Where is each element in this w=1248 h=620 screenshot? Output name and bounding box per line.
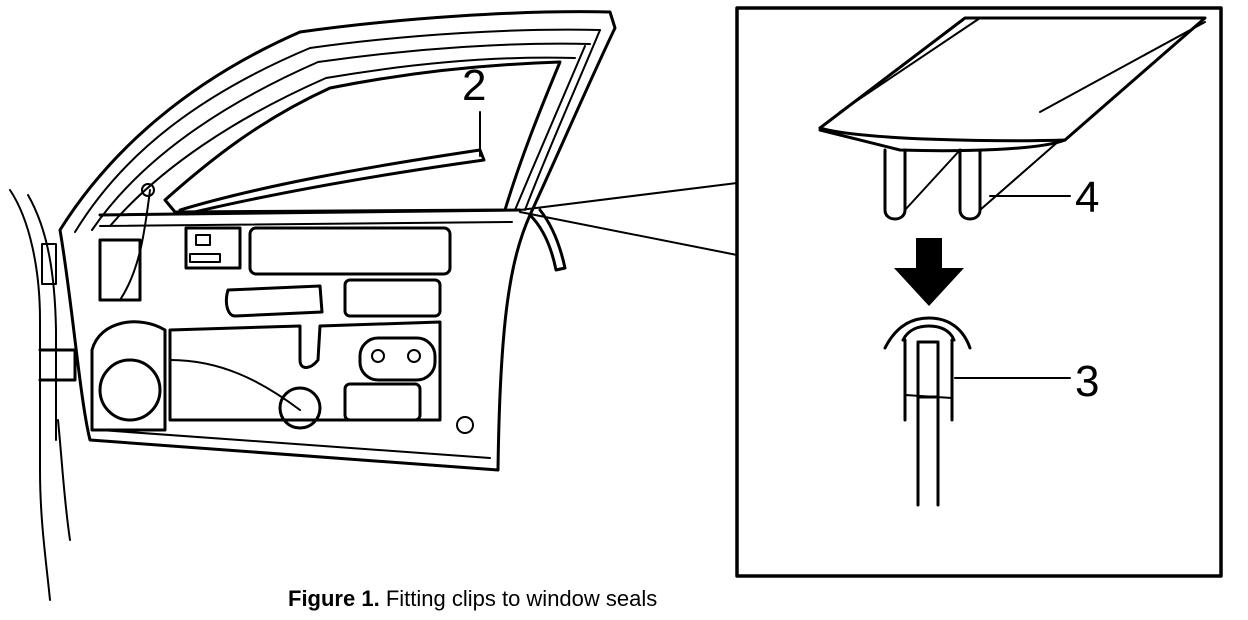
callout-3: 3 <box>1075 357 1099 406</box>
detail-inset <box>735 6 1223 578</box>
zoom-line-bottom <box>519 211 738 256</box>
zoom-line-top <box>519 182 738 211</box>
callout-4: 4 <box>1075 173 1099 222</box>
figure-caption: Figure 1. Fitting clips to window seals <box>288 586 888 612</box>
figure-caption-label: Figure 1. <box>288 586 380 611</box>
figure-caption-text: Fitting clips to window seals <box>385 586 658 611</box>
clip <box>883 316 972 507</box>
down-arrow-icon <box>894 238 964 306</box>
seal-cross-section <box>818 16 1207 221</box>
callout-2: 2 <box>462 61 486 110</box>
car-door-illustration <box>9 10 617 601</box>
